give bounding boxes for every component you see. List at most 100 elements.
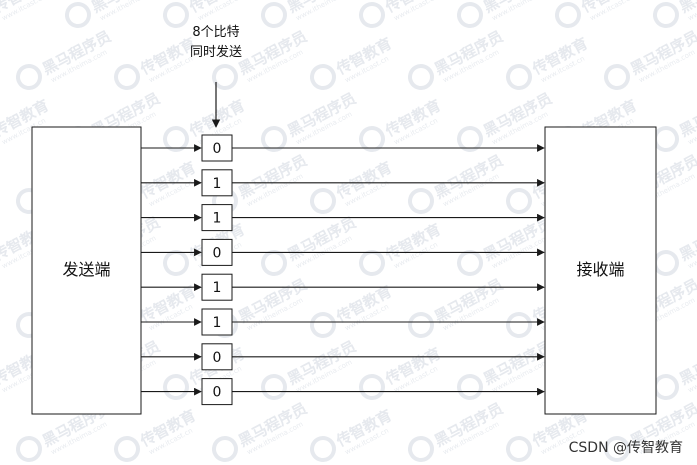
bit-box: [201, 169, 233, 197]
bit-value: 1: [213, 176, 222, 192]
watermark-logo-icon: [408, 312, 434, 338]
watermark-logo-icon: [359, 250, 385, 276]
bit-box: [201, 134, 233, 162]
watermark-logo-icon: [506, 436, 532, 462]
bit-value: 0: [213, 141, 222, 157]
watermark-logo-icon: [114, 64, 140, 90]
receiver-box: [544, 126, 657, 415]
watermark-logo-icon: [457, 374, 483, 400]
bit-channel: 1: [141, 273, 545, 301]
annotation-line-2: 同时发送: [190, 44, 242, 60]
watermark-logo-icon: [261, 2, 287, 28]
watermark-logo-icon: [408, 64, 434, 90]
annotation-line-1: 8个比特: [192, 25, 239, 40]
watermark-brand: 黑马程序员: [676, 213, 697, 264]
watermark-brand: 黑马程序员: [676, 89, 697, 140]
watermark-logo-icon: [261, 374, 287, 400]
bit-box: [201, 273, 233, 301]
watermark-logo-icon: [163, 250, 189, 276]
bit-value: 1: [213, 211, 222, 227]
watermark-logo-icon: [408, 188, 434, 214]
bit-box: [201, 238, 233, 266]
bit-value: 0: [213, 385, 222, 401]
watermark-logo-icon: [457, 2, 483, 28]
watermark-logo-icon: [457, 250, 483, 276]
bit-channel: 0: [141, 378, 545, 406]
bit-value: 1: [213, 280, 222, 296]
watermark-logo-icon: [408, 436, 434, 462]
watermark-logo-icon: [212, 64, 238, 90]
bit-channel: 0: [141, 343, 545, 371]
watermark-logo-icon: [310, 312, 336, 338]
watermark-logo-icon: [604, 436, 630, 462]
bit-box: [201, 204, 233, 232]
watermark-logo-icon: [16, 436, 42, 462]
bit-box: [201, 308, 233, 336]
watermark-logo-icon: [261, 250, 287, 276]
bit-value: 1: [213, 315, 222, 331]
watermark-logo-icon: [359, 374, 385, 400]
watermark-logo-icon: [359, 2, 385, 28]
sender-label: 发送端: [62, 260, 110, 279]
bit-channel: 1: [141, 308, 545, 336]
watermark-logo-icon: [310, 64, 336, 90]
watermark-logo-icon: [65, 2, 91, 28]
bit-channel: 0: [141, 238, 545, 266]
bit-channel: 0: [141, 134, 545, 162]
watermark-logo-icon: [310, 436, 336, 462]
watermark-logo-icon: [163, 374, 189, 400]
sender-box: [31, 126, 142, 415]
watermark-logo-icon: [261, 126, 287, 152]
watermark-logo-icon: [457, 126, 483, 152]
bit-box: [201, 343, 233, 371]
bit-channel: 1: [141, 204, 545, 232]
watermark-logo-icon: [212, 436, 238, 462]
receiver-label: 接收端: [576, 260, 624, 279]
bit-value: 0: [213, 350, 222, 366]
watermark-logo-icon: [114, 436, 140, 462]
bit-value: 0: [213, 245, 222, 261]
watermark-logo-icon: [653, 2, 679, 28]
watermark-brand: 黑马程序员: [676, 337, 697, 388]
watermark-logo-icon: [163, 126, 189, 152]
bit-channel: 1: [141, 169, 545, 197]
watermark-logo-icon: [310, 188, 336, 214]
watermark-logo-icon: [506, 64, 532, 90]
watermark-logo-icon: [163, 2, 189, 28]
watermark-logo-icon: [555, 2, 581, 28]
watermark-logo-icon: [506, 312, 532, 338]
bit-channels: 0 1 1 0 1 1 0 0: [141, 134, 545, 406]
footer-credit: CSDN @传智教育: [568, 440, 683, 456]
watermark-logo-icon: [604, 64, 630, 90]
